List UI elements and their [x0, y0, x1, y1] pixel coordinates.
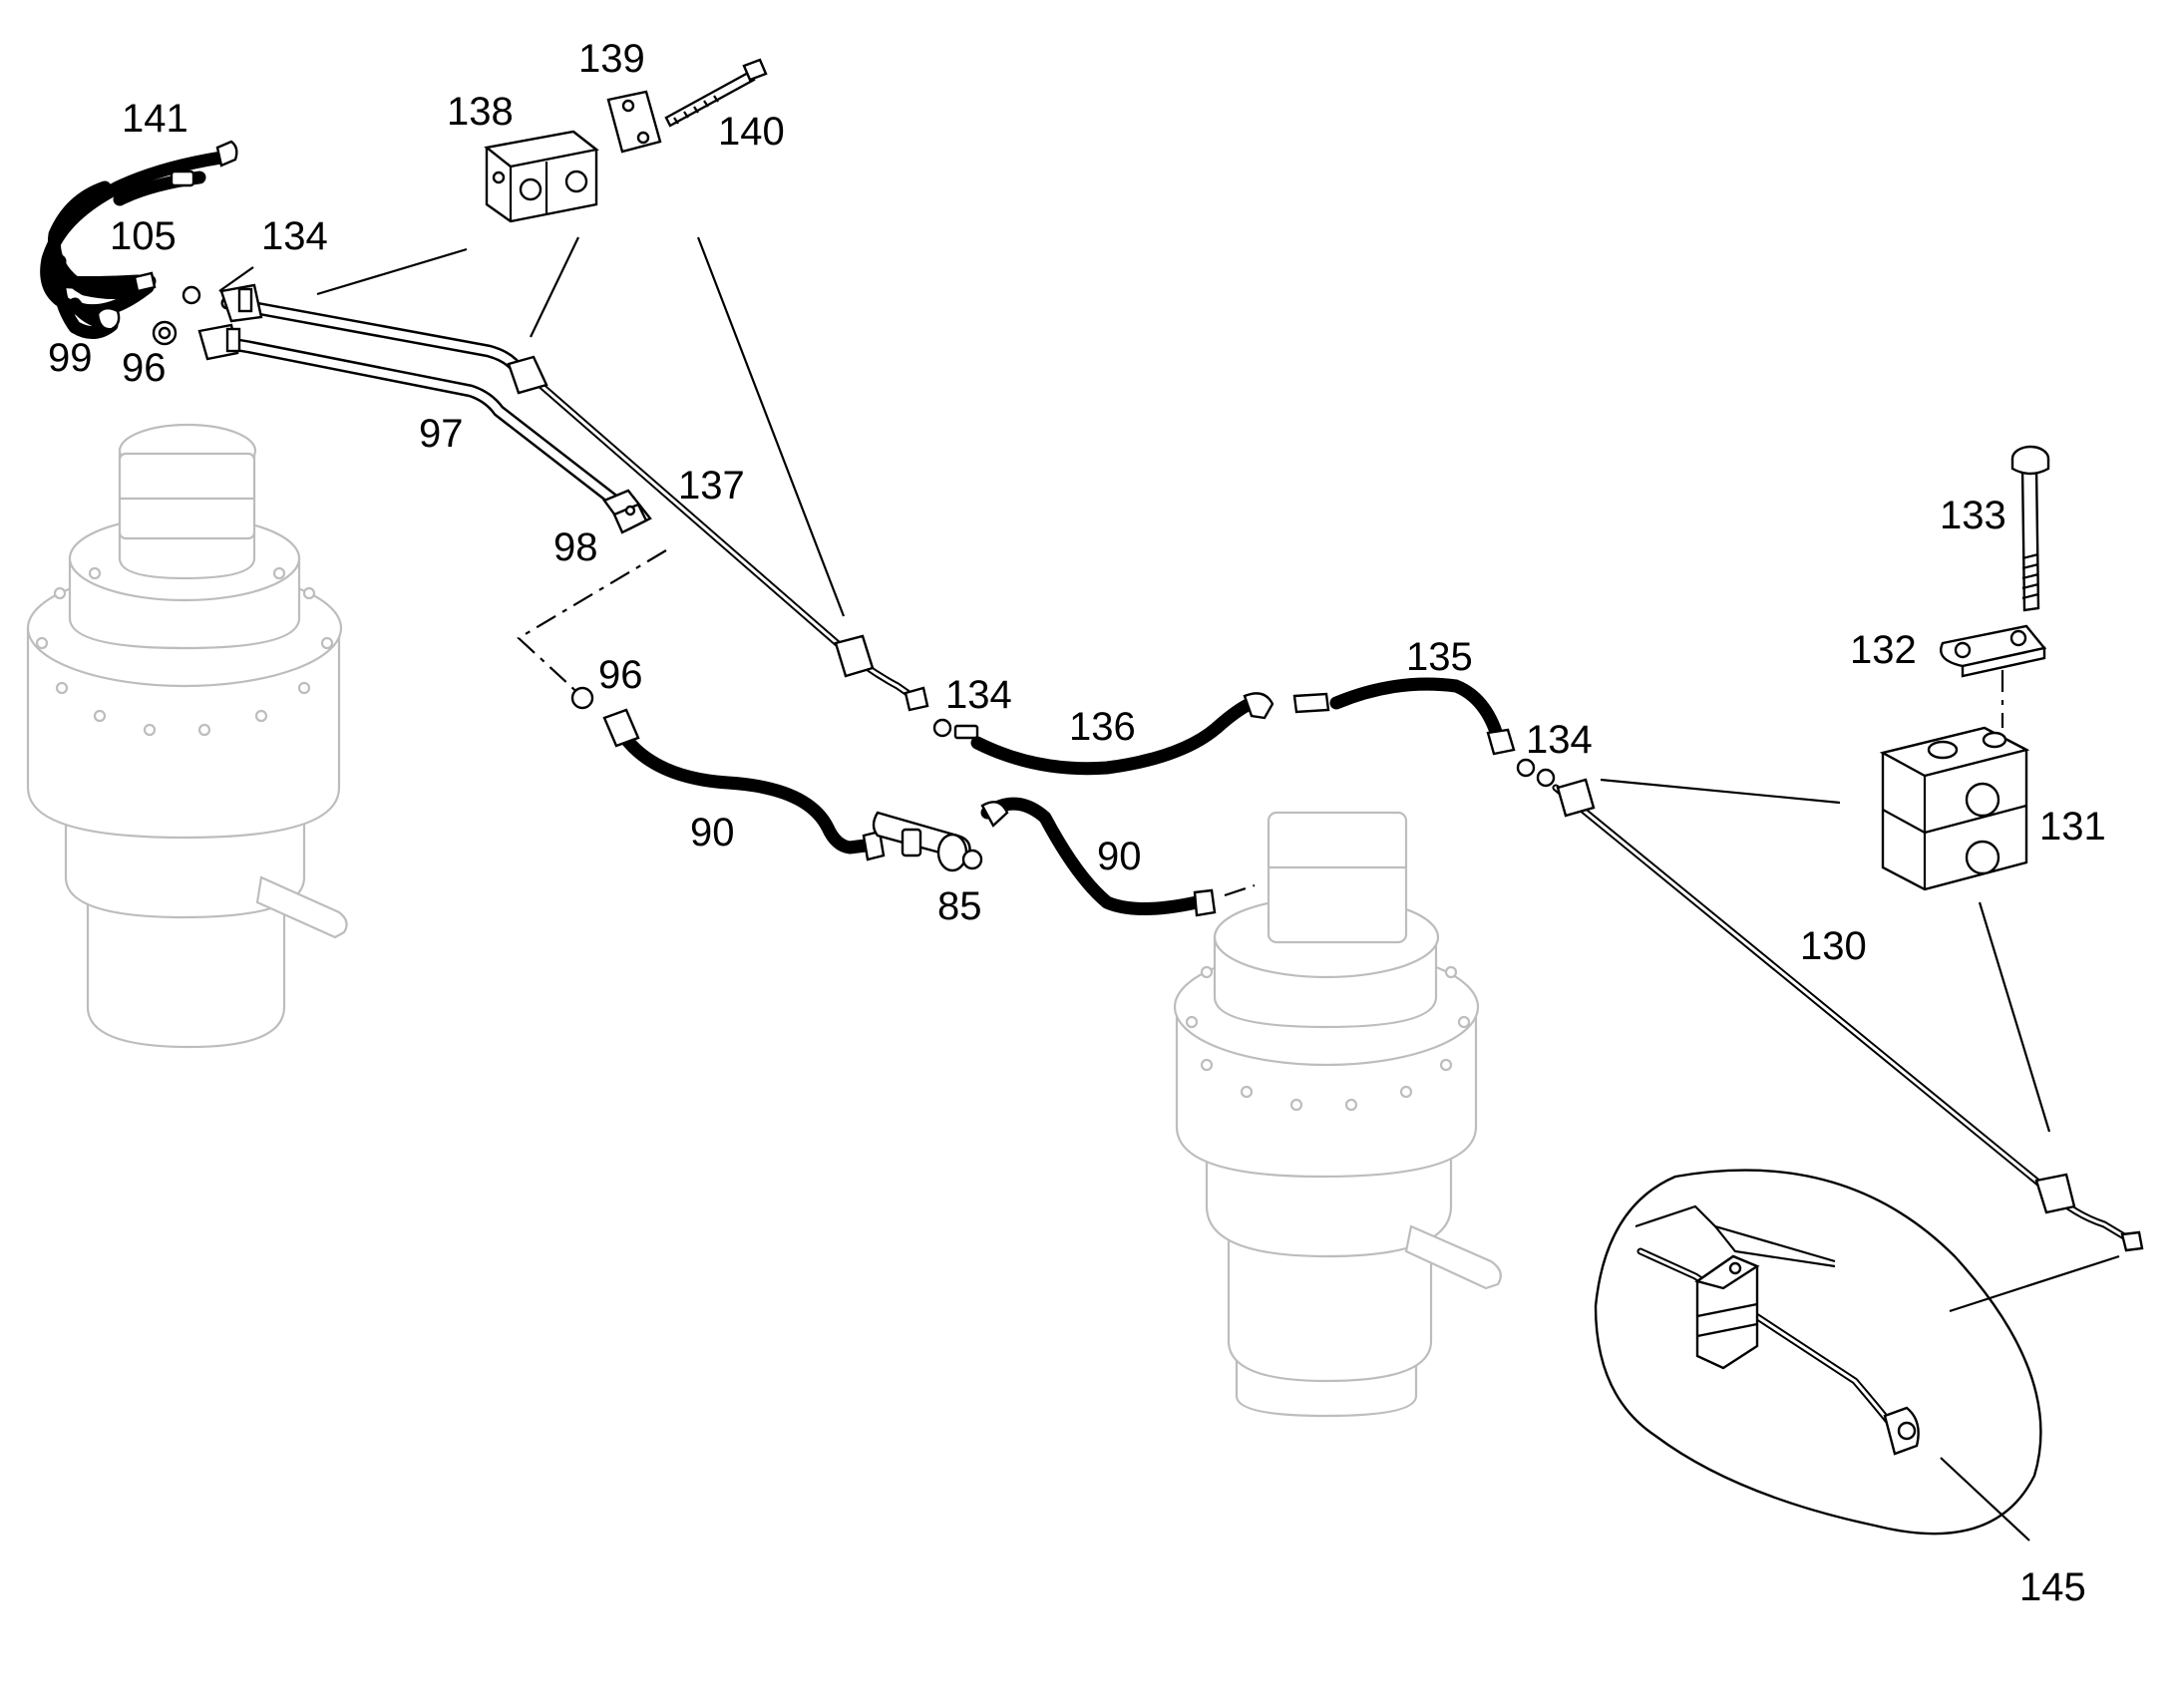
callout-139: 139: [578, 37, 645, 81]
callout-99: 99: [48, 336, 93, 380]
callout-105: 105: [110, 214, 177, 258]
hose-135: [1292, 677, 1516, 756]
plate-132: [1940, 624, 2047, 678]
callout-137: 137: [678, 464, 745, 508]
hose-136: [970, 692, 1274, 776]
callout-labels: 141 138 139 140 105 134 99 96 97 137 98 …: [48, 37, 2106, 1609]
callout-134-right: 134: [1526, 718, 1593, 762]
callout-97: 97: [419, 412, 464, 456]
callout-138: 138: [447, 90, 514, 134]
callout-132: 132: [1850, 628, 1917, 672]
tee-fitting-85: [872, 811, 983, 872]
clamp-block-131: [1879, 726, 2030, 891]
callout-140: 140: [718, 110, 785, 154]
fittings-right: [1516, 758, 1556, 788]
bolt-circle-left: [35, 566, 334, 737]
callout-96-upper: 96: [122, 346, 167, 390]
hose-141: [40, 140, 238, 339]
callout-131: 131: [2039, 805, 2106, 849]
callout-135: 135: [1406, 635, 1473, 679]
clamp-block-138: [484, 130, 599, 223]
plate-139: [606, 90, 662, 154]
bolt-133: [2010, 445, 2050, 612]
callout-134-middle: 134: [945, 673, 1012, 717]
fittings-middle: [932, 718, 979, 740]
callout-136: 136: [1069, 705, 1136, 749]
callout-98: 98: [553, 525, 598, 569]
detail-view-145: [1594, 1169, 2042, 1536]
dashed-guide-line: [517, 549, 667, 699]
line-130: [1552, 778, 2144, 1252]
hose-90-left: [570, 686, 886, 861]
callout-145: 145: [2019, 1565, 2086, 1609]
bolt-circle-right: [1185, 965, 1471, 1112]
callout-141: 141: [122, 97, 188, 141]
callout-85: 85: [937, 884, 982, 928]
callout-90-left: 90: [690, 811, 735, 854]
clamp-98: [602, 489, 652, 534]
dashed-guide-right: [1224, 883, 1256, 897]
callout-96-lower: 96: [598, 653, 643, 697]
right-travel-motor: [1173, 811, 1502, 1418]
left-travel-motor: [26, 423, 348, 1049]
callout-90-right: 90: [1097, 835, 1142, 878]
bolt-140: [664, 58, 768, 128]
line-137: [507, 355, 929, 712]
leader-lines: [218, 236, 2120, 1541]
callout-133: 133: [1940, 494, 2006, 537]
callout-134-upper: 134: [261, 214, 328, 258]
hose-90-right: [980, 797, 1217, 917]
callout-130: 130: [1800, 924, 1867, 968]
fittings-upper-left: [152, 285, 201, 346]
